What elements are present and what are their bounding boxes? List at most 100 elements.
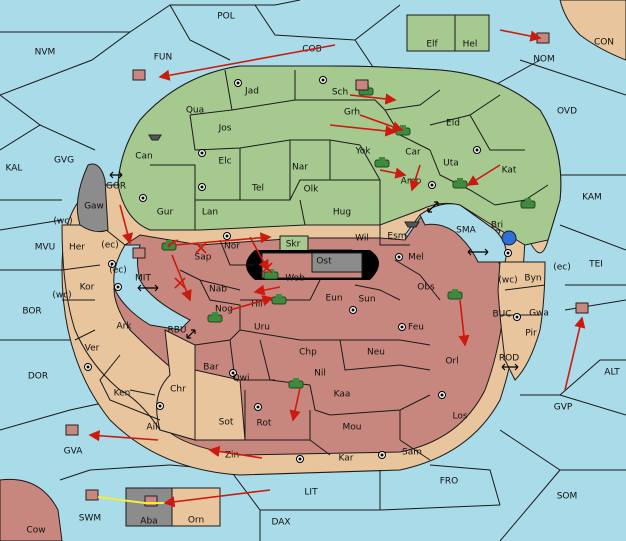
- tan-label: Gaw: [84, 202, 104, 212]
- sea-label: KAL: [6, 164, 23, 174]
- green-label: Hug: [333, 208, 351, 218]
- sea-label: (ec): [553, 263, 571, 273]
- sea-label: (ec): [109, 266, 127, 276]
- red-label: Hil: [251, 300, 263, 310]
- red-label: Mou: [343, 423, 362, 433]
- sea-label: RBU: [167, 326, 186, 336]
- land-hel[interactable]: [454, 14, 490, 52]
- sea-label: SWM: [79, 514, 101, 524]
- red-label: Eun: [325, 294, 342, 304]
- red-label: Qwi: [233, 374, 250, 384]
- red-label: Sap: [195, 253, 212, 263]
- tan-label: Ver: [85, 344, 100, 354]
- green-label: Car: [405, 148, 421, 158]
- army-unit: [374, 157, 390, 168]
- tan-label: Sot: [219, 418, 234, 428]
- land-gaw[interactable]: [76, 163, 109, 233]
- red-label: Sam: [402, 448, 422, 458]
- fleet-unit: [148, 134, 162, 141]
- green-label: Tel: [251, 184, 264, 194]
- red-label: Sun: [358, 295, 375, 305]
- flag-unit: [65, 424, 79, 436]
- red-label: Los: [452, 412, 467, 422]
- sea-label: GVA: [64, 447, 84, 457]
- land-elf[interactable]: [406, 14, 456, 52]
- sea-label: SMA: [456, 226, 476, 236]
- sea-label: ROD: [499, 354, 519, 364]
- red-label: Feu: [408, 323, 424, 333]
- sea-label: DAX: [271, 518, 290, 528]
- red-label: Nog: [215, 305, 233, 315]
- sea-label: FUN: [154, 53, 173, 63]
- sea-label: LIT: [304, 488, 318, 498]
- flag-unit: [355, 79, 369, 91]
- red-label: Nab: [209, 285, 227, 295]
- tan-label: Kor: [80, 283, 95, 293]
- double-arrows: [109, 171, 519, 371]
- channel-west: [113, 244, 191, 331]
- tan-label: Gwa: [529, 309, 549, 319]
- sea-label: GVG: [54, 156, 74, 166]
- tan-label: Bar: [203, 363, 219, 373]
- army-unit: [520, 198, 536, 209]
- green-label: Gur: [157, 208, 174, 218]
- green-label: Hel: [463, 40, 478, 50]
- sea-label: GVP: [554, 403, 573, 413]
- land-cow-label: Cow: [26, 526, 45, 536]
- flag-unit: [85, 489, 99, 501]
- red-label: Web: [285, 274, 305, 284]
- tan-label: Ark: [116, 322, 132, 332]
- sea-label: SOM: [557, 492, 578, 502]
- army-unit: [447, 289, 463, 300]
- red-label: Neu: [367, 348, 385, 358]
- red-label: Nor: [224, 242, 240, 252]
- sea-label: (ec): [101, 241, 119, 251]
- green-label: Sch: [332, 88, 348, 98]
- green-label: Elf: [426, 40, 438, 50]
- units: [65, 32, 589, 507]
- green-label: Grh: [344, 108, 360, 118]
- red-label: Uru: [254, 323, 270, 333]
- green-label: Uta: [443, 159, 459, 169]
- sea-label: FRO: [440, 477, 459, 487]
- flag-unit: [132, 247, 146, 259]
- sea-label: NOM: [533, 55, 555, 65]
- sea-label: BUC: [492, 310, 511, 320]
- support-line: [97, 496, 165, 504]
- red-label: Ken: [114, 389, 131, 399]
- province-borders: [61, 69, 549, 461]
- land-tan-east: [497, 261, 546, 381]
- sea-label: CON: [594, 38, 614, 48]
- sea-label: OVD: [557, 107, 577, 117]
- sea-label: MVU: [35, 243, 56, 253]
- green-label: Bri: [491, 221, 503, 231]
- land-con[interactable]: [559, 0, 626, 61]
- army-unit: [207, 312, 223, 323]
- green-label: Lan: [202, 208, 218, 218]
- red-label: Kar: [339, 454, 354, 464]
- fleet-unit: [501, 230, 517, 246]
- flag-unit: [144, 495, 158, 507]
- order-arrows: [88, 29, 586, 508]
- red-label: Wil: [355, 234, 369, 244]
- fleet-unit: [404, 221, 420, 228]
- sea-label: (wc): [53, 217, 72, 227]
- red-label: Obs: [417, 283, 435, 293]
- green-label: Amp: [401, 177, 422, 187]
- red-label: Esm: [387, 232, 406, 242]
- red-label: Rot: [257, 419, 272, 429]
- sea-label: KAM: [582, 193, 602, 203]
- red-label: Kaa: [334, 390, 351, 400]
- green-label: Olk: [304, 185, 320, 195]
- tan-label: Pir: [525, 329, 537, 339]
- sea-label: TEI: [588, 260, 603, 270]
- red-label: Ost: [316, 257, 332, 267]
- red-label: Nil: [314, 369, 326, 379]
- tan-label: Aba: [140, 517, 157, 527]
- sea-label: (wc): [52, 291, 71, 301]
- green-label: Elc: [218, 157, 231, 167]
- land-cow[interactable]: [0, 478, 63, 541]
- green-label: Nar: [292, 163, 308, 173]
